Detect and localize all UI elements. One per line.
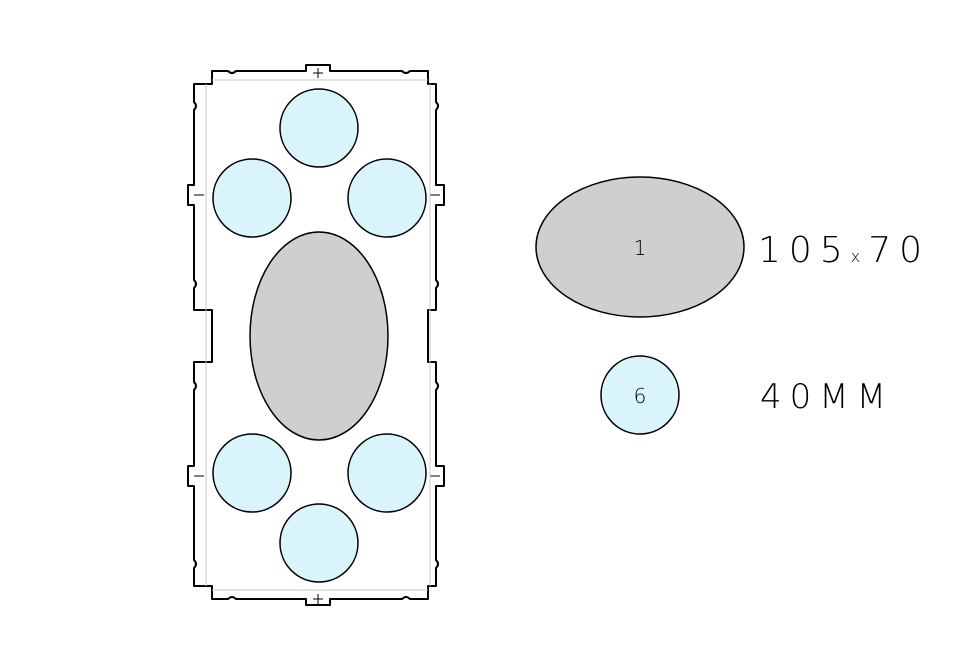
legend-oval-count: 1 xyxy=(634,236,647,260)
tray-circle-slots xyxy=(212,88,427,583)
tray-circle-slot xyxy=(347,158,427,238)
legend-circle-shape xyxy=(600,355,680,435)
tray-oval-slot xyxy=(249,231,389,441)
tray-circle-slot xyxy=(212,158,292,238)
legend-circle-count: 6 xyxy=(634,384,647,408)
legend-circle-size: 40MM xyxy=(760,377,894,417)
tray-inner-lines xyxy=(205,79,431,591)
tray-circle-slot xyxy=(279,503,359,583)
tray-circle-slot xyxy=(212,433,292,513)
tray-tab-marks xyxy=(194,68,440,604)
tray-circle-slot xyxy=(347,433,427,513)
legend-oval-size: 105x70 xyxy=(758,230,930,271)
tray-circle-slot xyxy=(279,88,359,168)
legend-oval-shape xyxy=(535,176,745,318)
